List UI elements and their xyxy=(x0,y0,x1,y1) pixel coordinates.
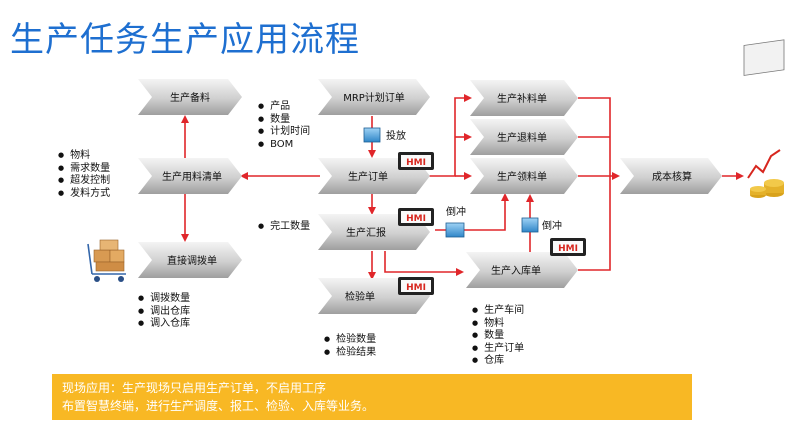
list-item: 调入仓库 xyxy=(138,318,190,331)
hmi-tablet-icon: HMI xyxy=(550,238,586,256)
node-mrp-label: MRP计划订单 xyxy=(343,91,405,104)
line-warehouse-merge xyxy=(578,176,611,271)
page-title: 生产任务生产应用流程 xyxy=(10,20,360,60)
hmi-text: HMI xyxy=(406,214,426,224)
node-cost: 成本核算 xyxy=(620,158,722,194)
list-item: 调拨数量 xyxy=(138,293,190,306)
line-supplement-merge xyxy=(578,97,611,176)
list-item: 计划时间 xyxy=(258,126,310,139)
node-pick-label: 生产领料单 xyxy=(497,170,547,183)
list-item: 仓库 xyxy=(472,355,524,368)
node-supplement: 生产补料单 xyxy=(470,80,578,116)
list-item: 数量 xyxy=(472,330,524,343)
footer-line-2: 布置智慧终端，进行生产调度、报工、检验、入库等业务。 xyxy=(62,399,375,413)
backflush-box-icon xyxy=(521,217,539,233)
connectors xyxy=(181,94,744,280)
list-item: 发料方式 xyxy=(58,188,110,201)
node-mrp: MRP计划订单 xyxy=(318,79,430,115)
hmi-tablet-icon: HMI xyxy=(398,208,434,226)
list-item: 数量 xyxy=(258,114,310,127)
node-prep-label: 生产备料 xyxy=(170,91,210,104)
node-return-label: 生产退料单 xyxy=(497,131,547,144)
hmi-text: HMI xyxy=(558,244,578,254)
backflush-box-icon xyxy=(445,222,465,238)
release-box-icon xyxy=(363,127,381,143)
node-transfer: 直接调拨单 xyxy=(138,242,242,278)
list-item: 检验数量 xyxy=(324,334,376,347)
list-item: 需求数量 xyxy=(58,163,110,176)
node-pick: 生产领料单 xyxy=(470,158,578,194)
node-warehouse-in: 生产入库单 xyxy=(466,252,578,288)
completed-qty-list: 完工数量 xyxy=(258,221,310,234)
node-transfer-label: 直接调拨单 xyxy=(167,254,217,267)
mrp-items-list: 产品 数量 计划时间 BOM xyxy=(258,101,310,151)
material-items-list: 物料 需求数量 超发控制 发料方式 xyxy=(58,150,110,200)
node-material-list: 生产用料清单 xyxy=(138,158,242,194)
list-item: 物料 xyxy=(58,150,110,163)
node-report-label: 生产汇报 xyxy=(346,226,386,239)
list-item: 产品 xyxy=(258,101,310,114)
transfer-items-list: 调拨数量 调出仓库 调入仓库 xyxy=(138,293,190,331)
backflush-label-2: 倒冲 xyxy=(542,219,562,232)
list-item: 物料 xyxy=(472,318,524,331)
hmi-tablet-icon: HMI xyxy=(398,152,434,170)
arrow-report-to-warehouse xyxy=(384,251,464,276)
cart-boxes-icon xyxy=(87,239,126,282)
list-item: 调出仓库 xyxy=(138,306,190,319)
list-item: 完工数量 xyxy=(258,221,310,234)
list-item: 生产订单 xyxy=(472,343,524,356)
list-item: BOM xyxy=(258,139,310,152)
node-supplement-label: 生产补料单 xyxy=(497,92,547,105)
node-return: 生产退料单 xyxy=(470,119,578,155)
warehouse-items-list: 生产车间 物料 数量 生产订单 仓库 xyxy=(472,305,524,368)
node-order-label: 生产订单 xyxy=(348,170,388,183)
node-material-list-label: 生产用料清单 xyxy=(162,170,222,183)
node-prep: 生产备料 xyxy=(138,79,242,115)
list-item: 超发控制 xyxy=(58,175,110,188)
hmi-tablet-icon: HMI xyxy=(398,277,434,295)
node-cost-label: 成本核算 xyxy=(652,170,692,183)
backflush-label-1: 倒冲 xyxy=(446,205,466,218)
cost-chart-icon xyxy=(743,39,785,198)
inspect-items-list: 检验数量 检验结果 xyxy=(324,334,376,359)
list-item: 生产车间 xyxy=(472,305,524,318)
node-warehouse-in-label: 生产入库单 xyxy=(491,264,541,277)
hmi-text: HMI xyxy=(406,158,426,168)
list-item: 检验结果 xyxy=(324,347,376,360)
release-label: 投放 xyxy=(386,129,406,142)
footer-note: 现场应用：生产现场只启用生产订单，不启用工序 布置智慧终端，进行生产调度、报工、… xyxy=(52,374,692,420)
footer-line-1: 现场应用：生产现场只启用生产订单，不启用工序 xyxy=(62,381,327,395)
hmi-text: HMI xyxy=(406,283,426,293)
node-inspect-label: 检验单 xyxy=(345,290,375,303)
